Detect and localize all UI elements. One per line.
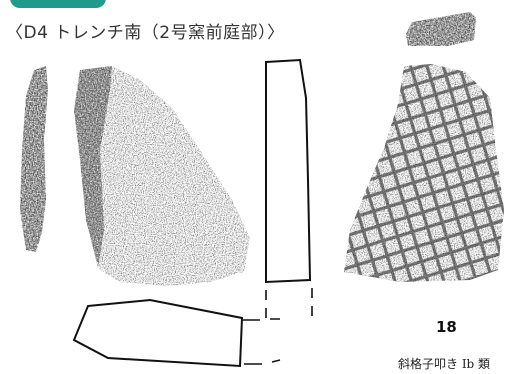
rubbing-narrow-left (20, 66, 48, 252)
rim-section-outline (72, 298, 281, 368)
section-tab (10, 0, 106, 8)
rubbing-small-top-right (406, 12, 476, 46)
figure-number: 18 (436, 318, 457, 336)
rubbing-interior-left (74, 66, 250, 286)
rubbing-lattice-right (344, 64, 504, 282)
cross-section-profile (265, 58, 313, 318)
figure-caption: 〈D4 トレンチ南（2号窯前庭部）〉 (6, 23, 285, 43)
figure-label: 斜格子叩き Ib 類 (398, 357, 491, 371)
